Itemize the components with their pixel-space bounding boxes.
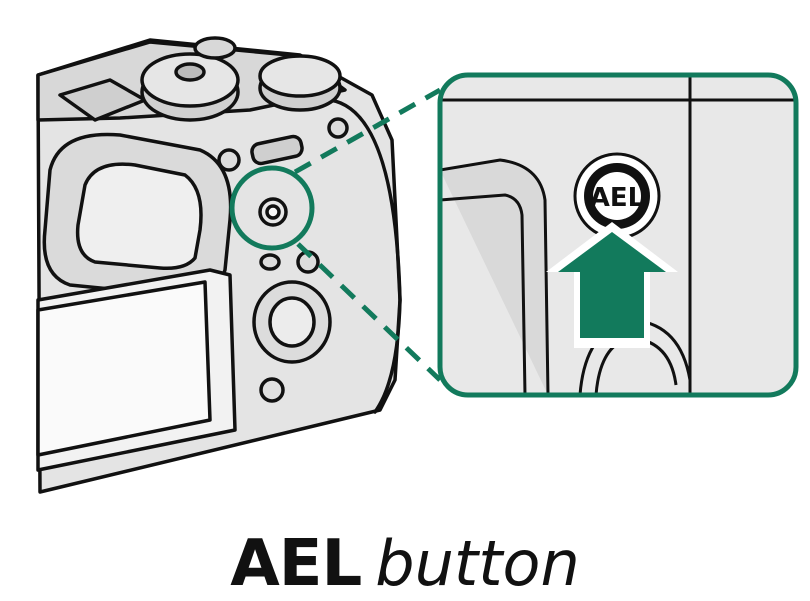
ael-button: AEL [573,152,661,240]
camera-body-illustration [36,36,402,494]
zoom-callout: AEL [437,72,799,398]
zoom-circle [229,165,315,251]
caption-button-word: button [375,527,580,600]
leader-lines [293,87,442,382]
push-arrow-icon [546,222,678,348]
ael-button-label: AEL [590,183,644,213]
camera-diagram: AEL [36,36,799,494]
caption-button-name: AEL [230,527,362,601]
